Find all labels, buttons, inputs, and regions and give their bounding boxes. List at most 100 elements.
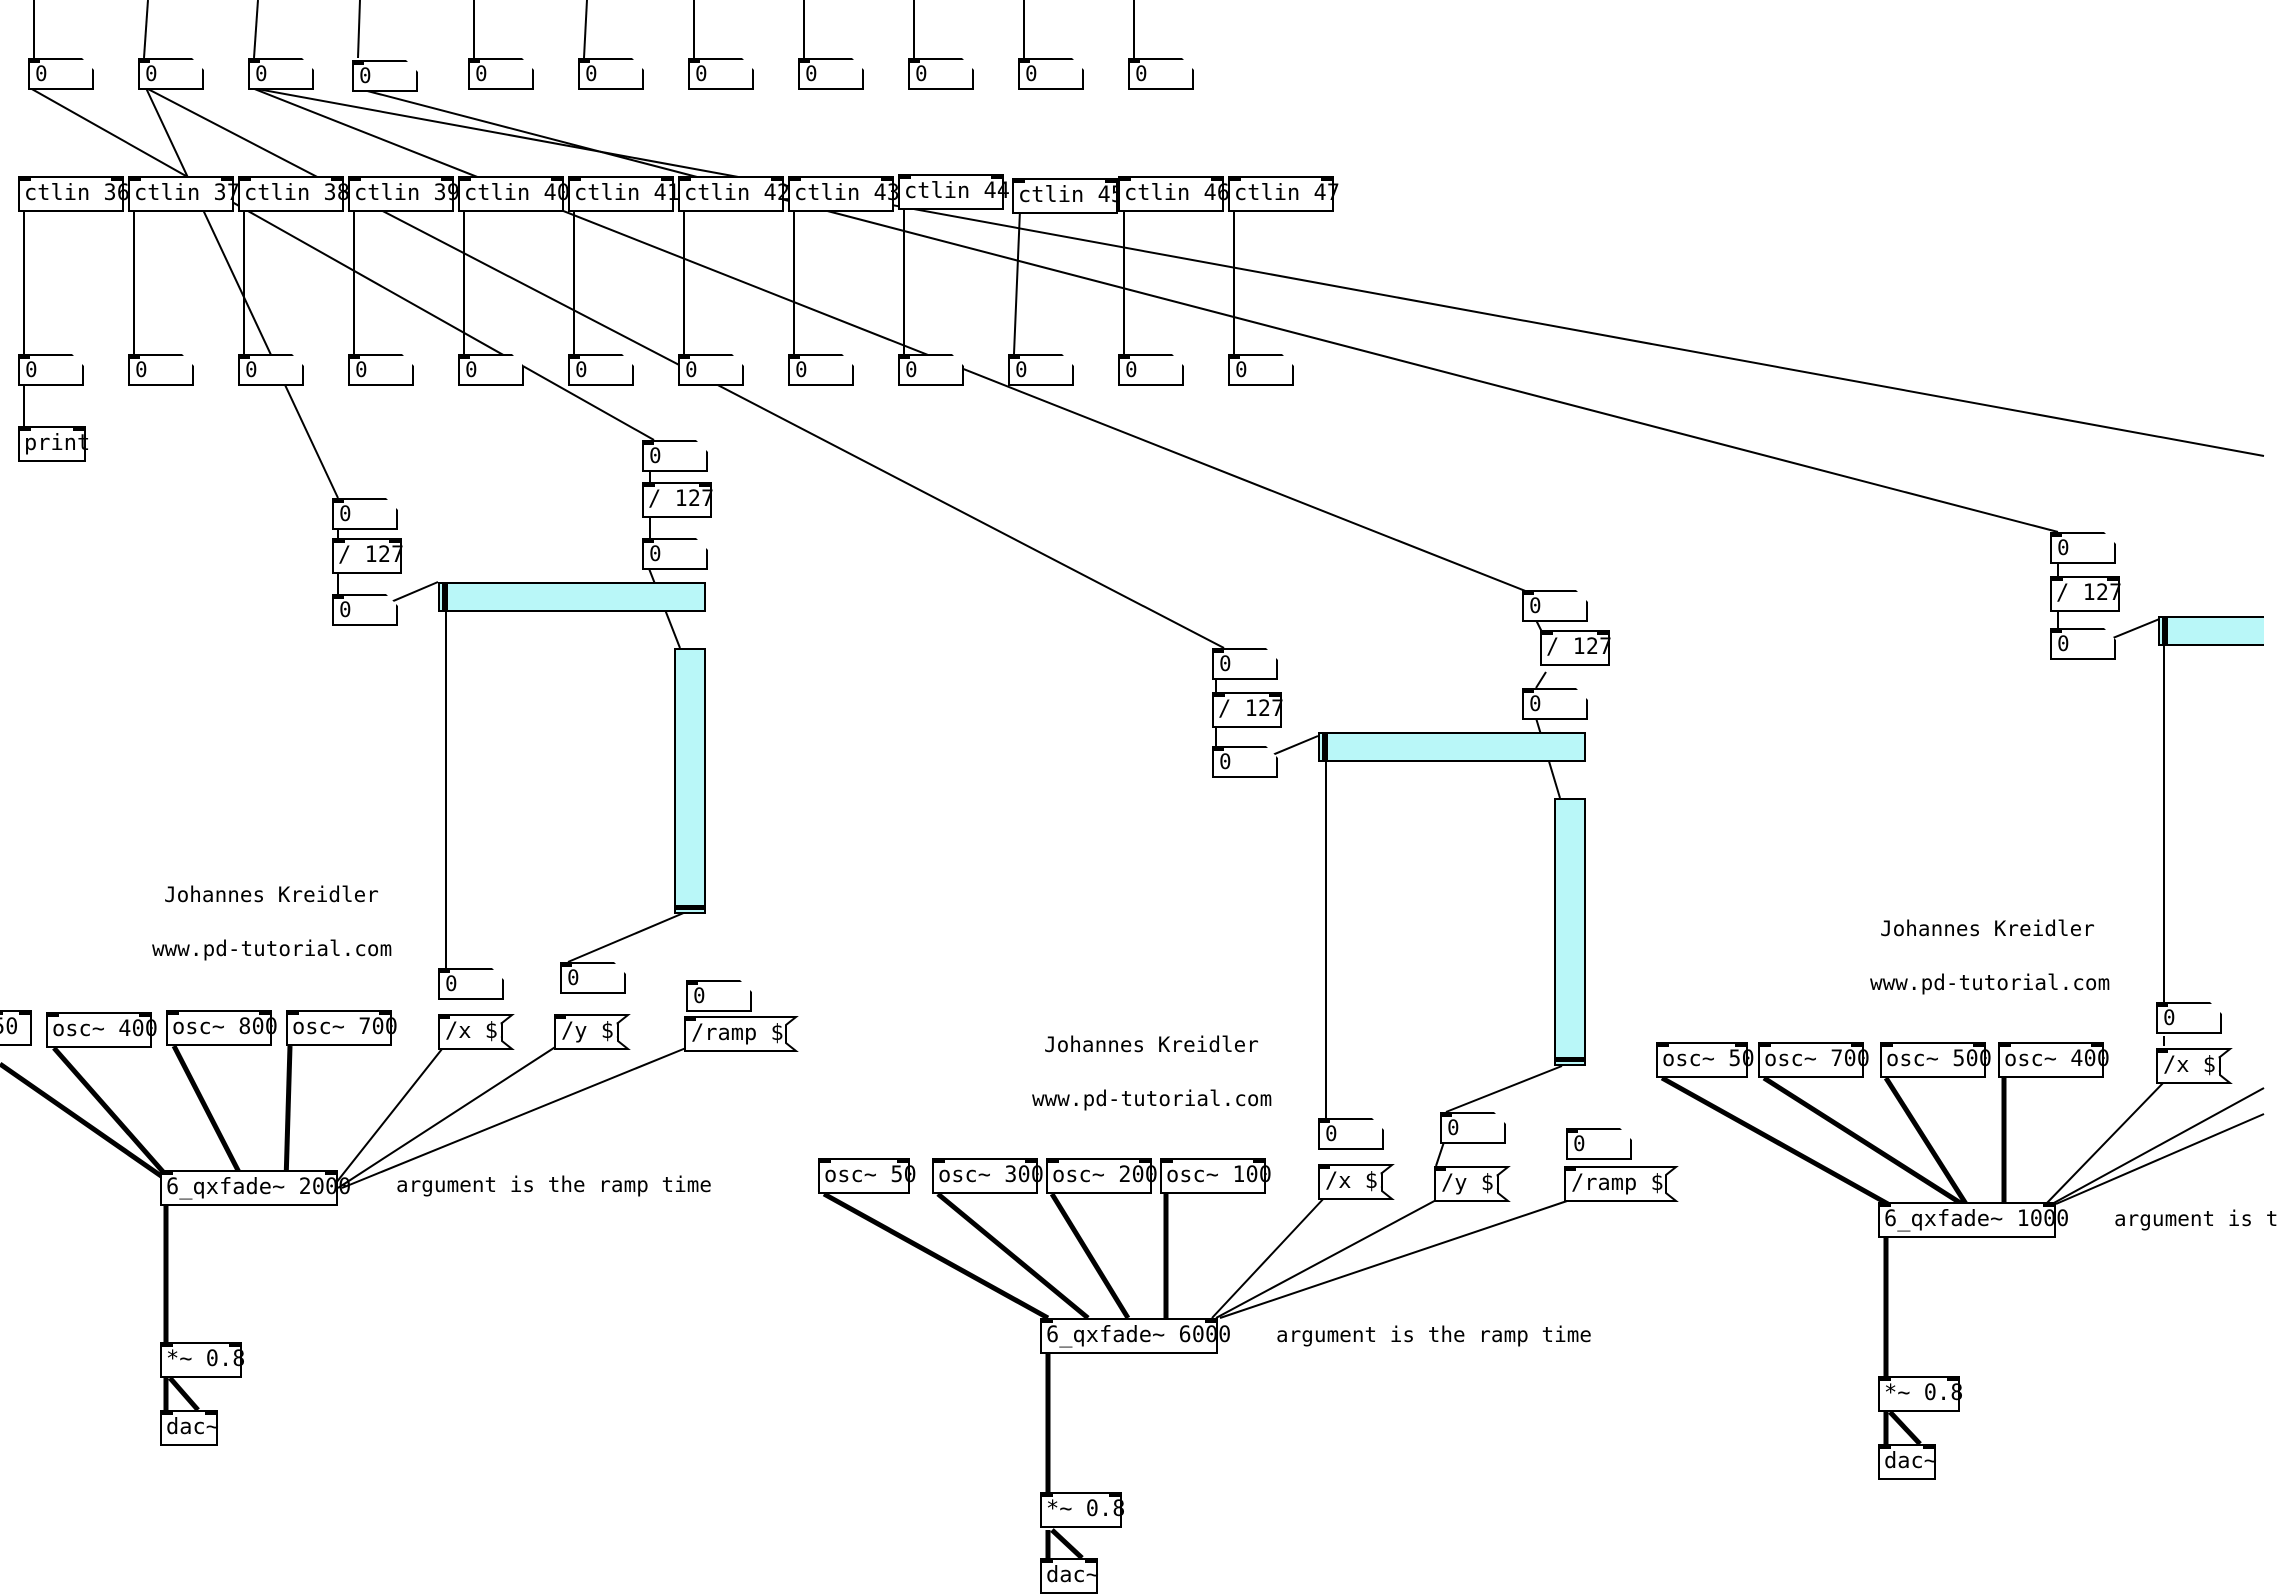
ctlin-output-47[interactable]: 0 — [1228, 354, 1294, 386]
g1-osc-700[interactable]: osc~ 700 — [286, 1010, 398, 1046]
g3-argument-comment: argument is t — [2114, 1207, 2278, 1231]
ctlin-40[interactable]: ctlin 40 — [458, 176, 570, 212]
g1-y-message[interactable]: /y $1 — [554, 1014, 628, 1050]
g3-x-value[interactable]: 0 — [2156, 1002, 2222, 1034]
ctlin-36[interactable]: ctlin 36 — [18, 176, 130, 212]
ctlin-output-45[interactable]: 0 — [1008, 354, 1074, 386]
top-number-9[interactable]: 0 — [908, 58, 974, 90]
g1-y-value[interactable]: 0 — [560, 962, 626, 994]
g2-osc-100[interactable]: osc~ 100 — [1160, 1158, 1272, 1194]
g2-x-input[interactable]: 0 — [1212, 648, 1278, 680]
g2-multiply[interactable]: *~ 0.8 — [1040, 1492, 1125, 1528]
ctlin-43[interactable]: ctlin 43 — [788, 176, 900, 212]
g2-x-slider[interactable] — [1318, 732, 1586, 762]
g2-xfade-object[interactable]: 6_qxfade~ 6000 — [1040, 1318, 1231, 1354]
g2-ramp-value[interactable]: 0 — [1566, 1128, 1632, 1160]
ctlin-44[interactable]: ctlin 44 — [898, 174, 1010, 210]
top-number-5[interactable]: 0 — [468, 58, 534, 90]
message-box-edge — [501, 1014, 515, 1050]
g2-osc-50[interactable]: osc~ 50 — [818, 1158, 917, 1194]
ctlin-output-41[interactable]: 0 — [568, 354, 634, 386]
g3-osc-700[interactable]: osc~ 700 — [1758, 1042, 1870, 1078]
g1-x-scaled[interactable]: 0 — [332, 594, 398, 626]
g2-ramp-message[interactable]: /ramp $1 — [1564, 1166, 1676, 1202]
print-object[interactable]: print — [18, 426, 90, 462]
top-number-11[interactable]: 0 — [1128, 58, 1194, 90]
top-number-8[interactable]: 0 — [798, 58, 864, 90]
g2-x-scaled[interactable]: 0 — [1212, 746, 1278, 778]
g1-x-message[interactable]: /x $1 — [438, 1014, 512, 1050]
top-number-4[interactable]: 0 — [352, 60, 418, 92]
ctlin-output-38[interactable]: 0 — [238, 354, 304, 386]
g3-x-message[interactable]: /x $1 — [2156, 1048, 2230, 1084]
g3-xfade-object[interactable]: 6_qxfade~ 1000 — [1878, 1202, 2069, 1238]
message-box-edge — [1665, 1166, 1679, 1202]
g2-osc-200[interactable]: osc~ 200 — [1046, 1158, 1158, 1194]
top-number-2[interactable]: 0 — [138, 58, 204, 90]
top-number-3[interactable]: 0 — [248, 58, 314, 90]
g1-osc-800[interactable]: osc~ 800 — [166, 1010, 278, 1046]
g2-argument-comment: argument is the ramp time — [1276, 1323, 1593, 1347]
ctlin-41[interactable]: ctlin 41 — [568, 176, 680, 212]
g1-xfade-object[interactable]: 6_qxfade~ 2000 — [160, 1170, 351, 1206]
g1-x-value[interactable]: 0 — [438, 968, 504, 1000]
g2-y-scaled[interactable]: 0 — [1522, 688, 1588, 720]
g2-osc-300[interactable]: osc~ 300 — [932, 1158, 1044, 1194]
ctlin-42[interactable]: ctlin 42 — [678, 176, 790, 212]
top-number-6[interactable]: 0 — [578, 58, 644, 90]
g1-multiply[interactable]: *~ 0.8 — [160, 1342, 245, 1378]
ctlin-output-39[interactable]: 0 — [348, 354, 414, 386]
g3-x-slider[interactable] — [2158, 616, 2264, 646]
ctlin-46[interactable]: ctlin 46 — [1118, 176, 1230, 212]
g2-y-input[interactable]: 0 — [1522, 590, 1588, 622]
top-number-1[interactable]: 0 — [28, 58, 94, 90]
top-number-7[interactable]: 0 — [688, 58, 754, 90]
top-number-10[interactable]: 0 — [1018, 58, 1084, 90]
ctlin-38[interactable]: ctlin 38 — [238, 176, 350, 212]
ctlin-output-40[interactable]: 0 — [458, 354, 524, 386]
ctlin-45[interactable]: ctlin 45 — [1012, 178, 1124, 214]
g3-osc-400[interactable]: osc~ 400 — [1998, 1042, 2110, 1078]
g3-dac[interactable]: dac~ — [1878, 1444, 1937, 1480]
g1-osc-400[interactable]: osc~ 400 — [46, 1012, 158, 1048]
g3-x-scaled[interactable]: 0 — [2050, 628, 2116, 660]
ctlin-output-46[interactable]: 0 — [1118, 354, 1184, 386]
g1-y-slider[interactable] — [674, 648, 706, 914]
g1-x-slider[interactable] — [438, 582, 706, 612]
ctlin-47[interactable]: ctlin 47 — [1228, 176, 1340, 212]
g2-x-message[interactable]: /x $1 — [1318, 1164, 1392, 1200]
g1-y-scaled[interactable]: 0 — [642, 538, 708, 570]
g3-x-input[interactable]: 0 — [2050, 532, 2116, 564]
g3-x-divide[interactable]: / 127 — [2050, 576, 2122, 612]
g2-x-value[interactable]: 0 — [1318, 1118, 1384, 1150]
g3-osc-50[interactable]: osc~ 50 — [1656, 1042, 1755, 1078]
g2-y-message[interactable]: /y $1 — [1434, 1166, 1508, 1202]
g1-y-input[interactable]: 0 — [642, 440, 708, 472]
ctlin-39[interactable]: ctlin 39 — [348, 176, 460, 212]
g1-ramp-value[interactable]: 0 — [686, 980, 752, 1012]
g2-y-slider[interactable] — [1554, 798, 1586, 1066]
ctlin-output-37[interactable]: 0 — [128, 354, 194, 386]
ctlin-output-44[interactable]: 0 — [898, 354, 964, 386]
g1-x-divide[interactable]: / 127 — [332, 538, 404, 574]
g1-dac[interactable]: dac~ — [160, 1410, 219, 1446]
g3-url-comment: www.pd-tutorial.com — [1870, 971, 2111, 995]
g1-url-comment: www.pd-tutorial.com — [152, 937, 393, 961]
g1-argument-comment: argument is the ramp time — [396, 1173, 713, 1197]
g1-x-input[interactable]: 0 — [332, 498, 398, 530]
g2-y-value[interactable]: 0 — [1440, 1112, 1506, 1144]
g1-osc-1[interactable]: 50 — [0, 1010, 32, 1046]
message-box-edge — [1381, 1164, 1395, 1200]
g3-multiply[interactable]: *~ 0.8 — [1878, 1376, 1963, 1412]
ctlin-output-36[interactable]: 0 — [18, 354, 84, 386]
g2-x-divide[interactable]: / 127 — [1212, 692, 1284, 728]
ctlin-37[interactable]: ctlin 37 — [128, 176, 240, 212]
g2-y-divide[interactable]: / 127 — [1540, 630, 1612, 666]
g1-y-divide[interactable]: / 127 — [642, 482, 714, 518]
g2-dac[interactable]: dac~ — [1040, 1558, 1099, 1594]
g1-ramp-message[interactable]: /ramp $1 — [684, 1016, 796, 1052]
ctlin-output-42[interactable]: 0 — [678, 354, 744, 386]
g3-osc-500[interactable]: osc~ 500 — [1880, 1042, 1992, 1078]
ctlin-output-43[interactable]: 0 — [788, 354, 854, 386]
